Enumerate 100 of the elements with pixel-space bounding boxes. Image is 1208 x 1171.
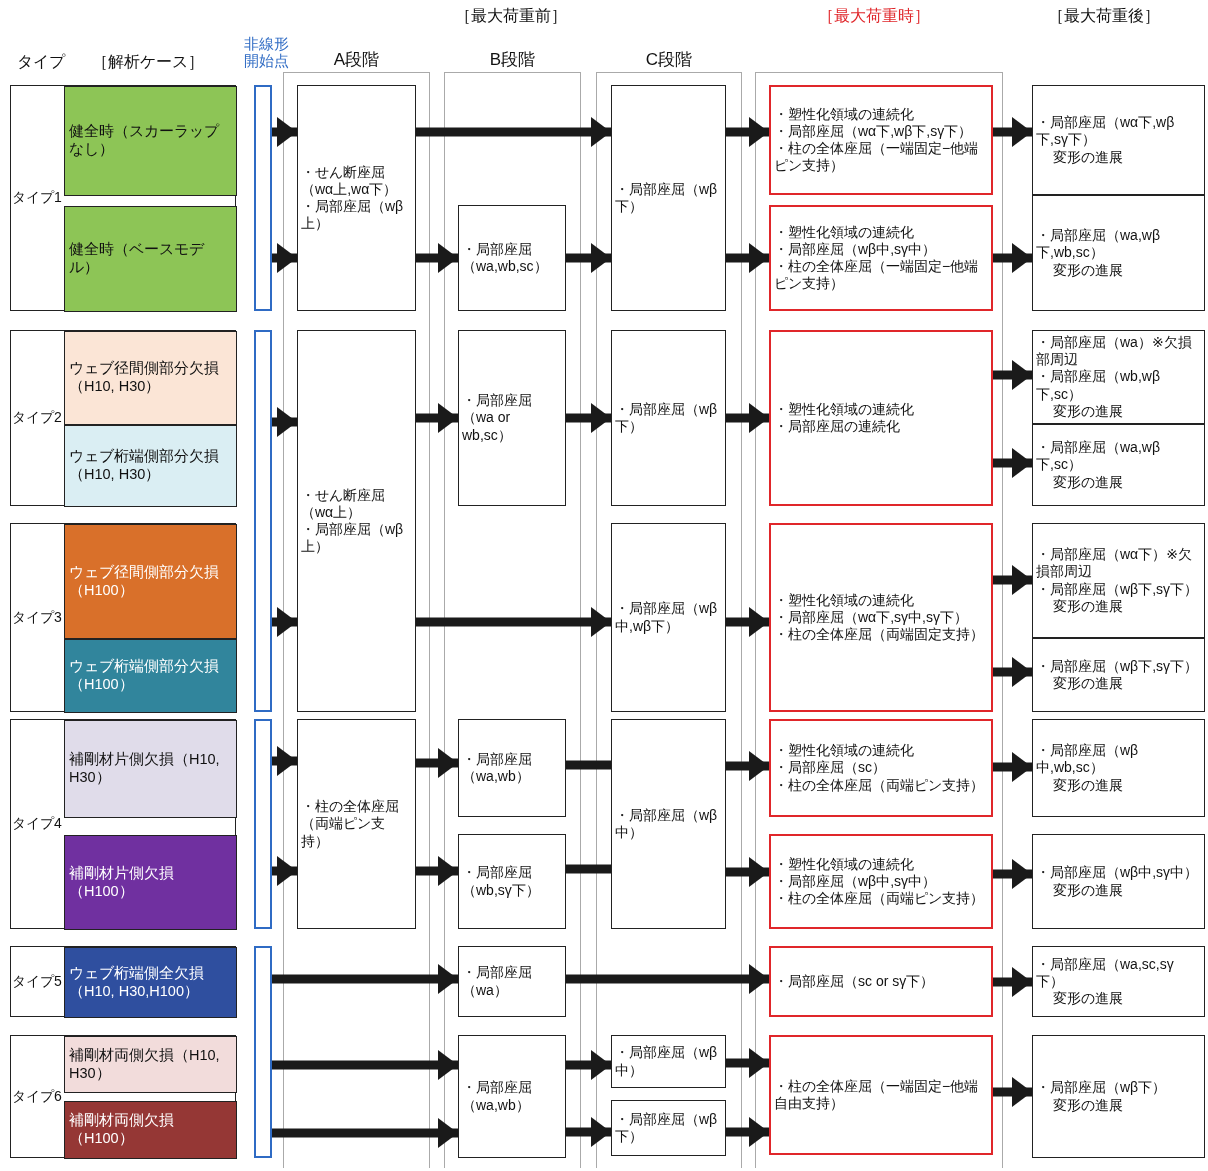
box-text: 変形の進展: [1051, 473, 1124, 491]
arrow: [566, 964, 769, 994]
box-text: ・局部座屈（wβ下）: [615, 400, 719, 436]
arrow: [272, 1118, 458, 1148]
box-text: ・局部座屈（wa,wb）: [462, 750, 533, 786]
peak-box: [769, 834, 993, 929]
arrow: [726, 243, 769, 273]
box-text: ・柱の全体座屈（両端固定支持）: [774, 626, 985, 644]
box-text: ・塑性化領域の連続化: [774, 742, 915, 760]
arrow: [272, 607, 297, 637]
arrow: [272, 407, 297, 437]
stage-box: [611, 719, 726, 929]
arrow: [993, 967, 1032, 997]
arrow: [272, 746, 297, 776]
case-label: 補剛材片側欠損（H10, H30）: [69, 751, 221, 787]
stage-box: [297, 330, 416, 712]
connector-line: [566, 760, 611, 770]
box-text: 変形の進展: [1051, 776, 1124, 794]
case-box: [64, 206, 237, 312]
case-label: 健全時（スカーラップなし）: [69, 123, 221, 159]
arrow: [566, 1117, 611, 1147]
box-text: ・局部座屈（wβ中,sγ中）: [774, 240, 938, 258]
box-text: ・局部座屈（wb,wβ下,sc）: [1036, 368, 1161, 403]
case-box: [64, 720, 237, 818]
arrow: [416, 117, 611, 147]
case-label: 健全時（ベースモデル）: [69, 241, 206, 277]
box-text: ・塑性化領域の連続化: [774, 855, 915, 873]
result-box: [1032, 834, 1205, 929]
box-text: ・局部座屈（wβ中）: [615, 806, 719, 842]
stage-box: [458, 719, 566, 817]
arrow: [416, 607, 611, 637]
box-text: ・局部座屈（wa,wb）: [462, 1079, 533, 1114]
stage-box: [297, 719, 416, 929]
column-heading: ［解析ケース］: [92, 52, 204, 72]
box-text: ・局部座屈（wβ中,sγ中）: [774, 872, 938, 891]
stage-box: [611, 523, 726, 712]
box-text: ・柱の全体座屈（両端ピン支持）: [774, 776, 985, 794]
stage-box: [611, 1100, 726, 1156]
box-text: ・局部座屈（wα下,sγ中,sγ下）: [774, 608, 969, 627]
case-box: [64, 331, 237, 425]
column-frame: [444, 48, 581, 1168]
peak-box: [769, 205, 993, 311]
phase-heading: ［最大荷重後］: [1048, 6, 1160, 26]
arrow: [272, 243, 297, 273]
box-text: ・局部座屈（sc or sγ下）: [774, 972, 936, 991]
start-point-bar: [254, 330, 272, 712]
box-text: ・局部座屈（wa or wb,sc）: [462, 392, 533, 444]
start-point-bar: [254, 85, 272, 311]
case-box: [64, 835, 237, 930]
type-box: [10, 719, 236, 929]
peak-box: [769, 719, 993, 817]
peak-box: [769, 85, 993, 195]
arrow: [726, 1117, 769, 1147]
result-box: [1032, 719, 1205, 817]
arrow: [993, 360, 1032, 390]
box-text: ・局部座屈（wα下,wβ下,sγ下）: [1036, 114, 1176, 149]
type-label: タイプ1: [11, 188, 63, 208]
arrow: [993, 859, 1032, 889]
box-text: ・局部座屈（wa）※欠損部周辺: [1036, 334, 1193, 369]
box-text: ・局部座屈（wβ中,wβ下）: [615, 600, 719, 635]
box-text: 変形の進展: [1051, 148, 1124, 166]
box-text: ・局部座屈（wa,sc,sγ下）: [1036, 955, 1175, 991]
column-heading: C段階: [644, 49, 694, 71]
arrow: [993, 657, 1032, 687]
box-text: ・局部座屈（wa,wβ下,sc）: [1036, 439, 1161, 474]
stage-box: [611, 1035, 726, 1088]
box-text: ・局部座屈（wβ下）: [615, 1110, 719, 1146]
box-text: ・局部座屈の連続化: [774, 418, 901, 436]
box-text: ・局部座屈（wβ下）: [615, 180, 719, 216]
box-text: ・局部座屈（wβ上）: [301, 521, 405, 556]
box-text: ・局部座屈（wa,wβ下,wb,sc）: [1036, 227, 1161, 262]
case-label: 補剛材両側欠損（H100）: [69, 1112, 175, 1148]
stage-box: [611, 330, 726, 506]
arrow: [566, 243, 611, 273]
arrow: [566, 1050, 611, 1080]
result-box: [1032, 946, 1205, 1017]
peak-box: [769, 946, 993, 1017]
type-label: タイプ4: [11, 814, 63, 834]
box-text: ・局部座屈（wα下,wβ下,sγ下）: [774, 122, 974, 140]
box-text: ・柱の全体座屈（一端固定−他端ピン支持）: [774, 140, 980, 175]
type-box: [10, 523, 236, 712]
arrow: [993, 117, 1032, 147]
box-text: ・局部座屈（wβ下）: [1036, 1079, 1168, 1097]
arrow: [993, 243, 1032, 273]
arrow: [272, 856, 297, 886]
column-frame: [596, 48, 742, 1168]
type-box: [10, 1035, 236, 1158]
box-text: ・局部座屈（wα下）※欠損部周辺: [1036, 546, 1193, 581]
box-text: ・柱の全体座屈（両端ピン支持）: [774, 890, 985, 908]
arrow: [726, 751, 769, 781]
box-text: ・局部座屈（wb,sγ下）: [462, 864, 541, 899]
column-heading: B段階: [488, 49, 537, 71]
box-text: 変形の進展: [1051, 1096, 1124, 1114]
case-box: [64, 425, 237, 507]
type-box: [10, 330, 236, 506]
case-label: 補剛材両側欠損（H10, H30）: [69, 1046, 221, 1083]
result-box: [1032, 523, 1205, 638]
start-point-bar: [254, 946, 272, 1158]
stage-box: [458, 330, 566, 506]
peak-box: [769, 523, 993, 712]
